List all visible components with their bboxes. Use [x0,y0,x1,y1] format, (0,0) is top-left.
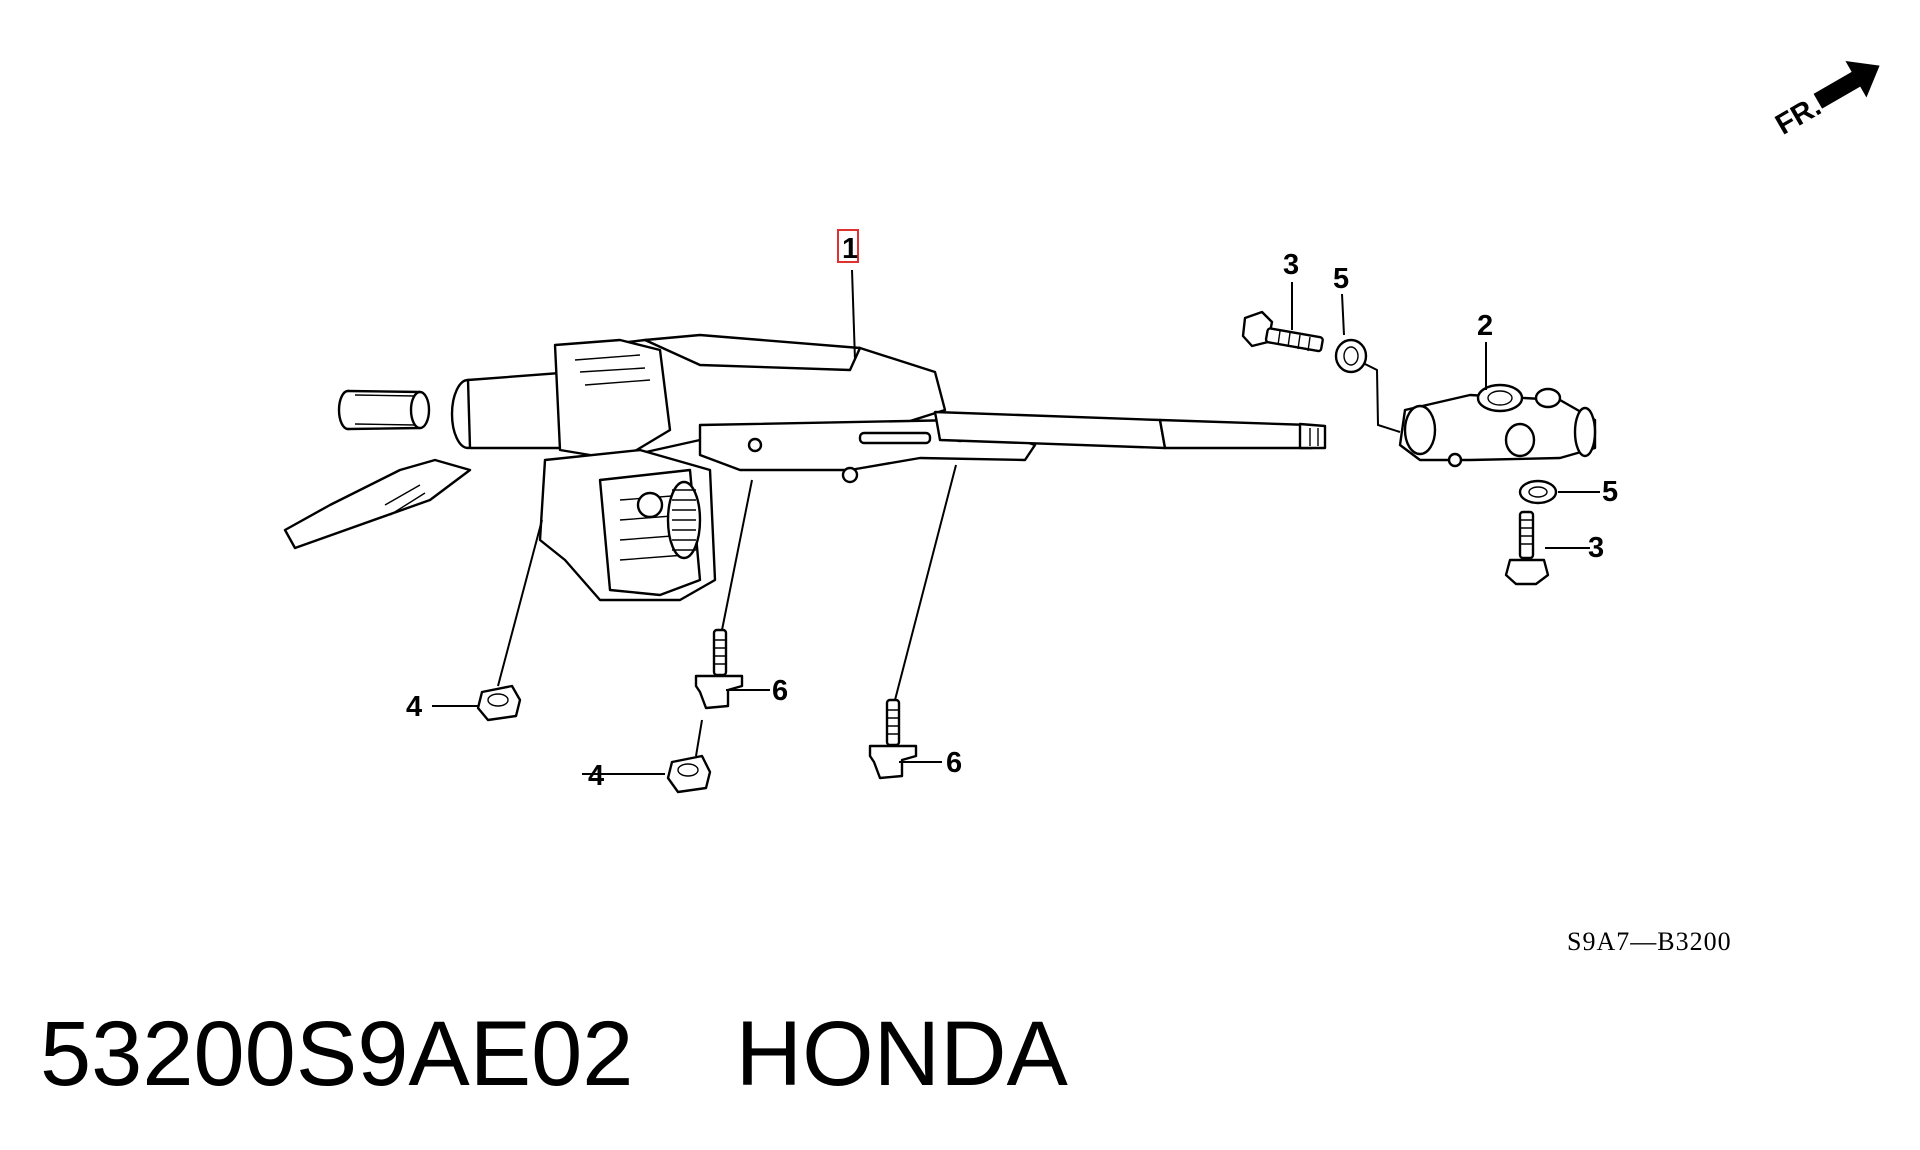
washer-upper [1334,338,1368,374]
front-direction-arrow: FR. [1770,61,1880,141]
part-number: 53200S9AE02 [40,1003,634,1105]
bolt-lower [1504,510,1550,586]
callout-5-lower[interactable]: 5 [1602,476,1618,508]
leader-lines [432,269,1600,775]
washer-lower [1518,479,1558,505]
nut-center [666,754,712,794]
bolt-upper [1241,310,1324,353]
callout-1[interactable]: 1 [842,233,858,265]
diagram-code: S9A7—B3200 [1567,927,1732,956]
callout-4-center[interactable]: 4 [588,760,604,792]
callout-3-lower[interactable]: 3 [1588,532,1604,564]
brand-name: HONDA [735,1003,1068,1105]
selected-part-highlight [837,229,859,263]
callout-6-left[interactable]: 6 [772,675,788,707]
callout-2[interactable]: 2 [1477,310,1493,342]
flange-bolt-left [694,628,744,710]
callout-3-upper[interactable]: 3 [1283,249,1299,281]
universal-joint [1398,383,1597,468]
steering-column-assembly [283,333,1327,602]
callout-5-upper[interactable]: 5 [1333,263,1349,295]
part-number-heading: 53200S9AE02 HONDA [40,1008,1068,1100]
callout-6-right[interactable]: 6 [946,747,962,779]
callout-4-left[interactable]: 4 [406,691,422,723]
nut-left [476,684,522,722]
flange-bolt-right [868,698,918,780]
